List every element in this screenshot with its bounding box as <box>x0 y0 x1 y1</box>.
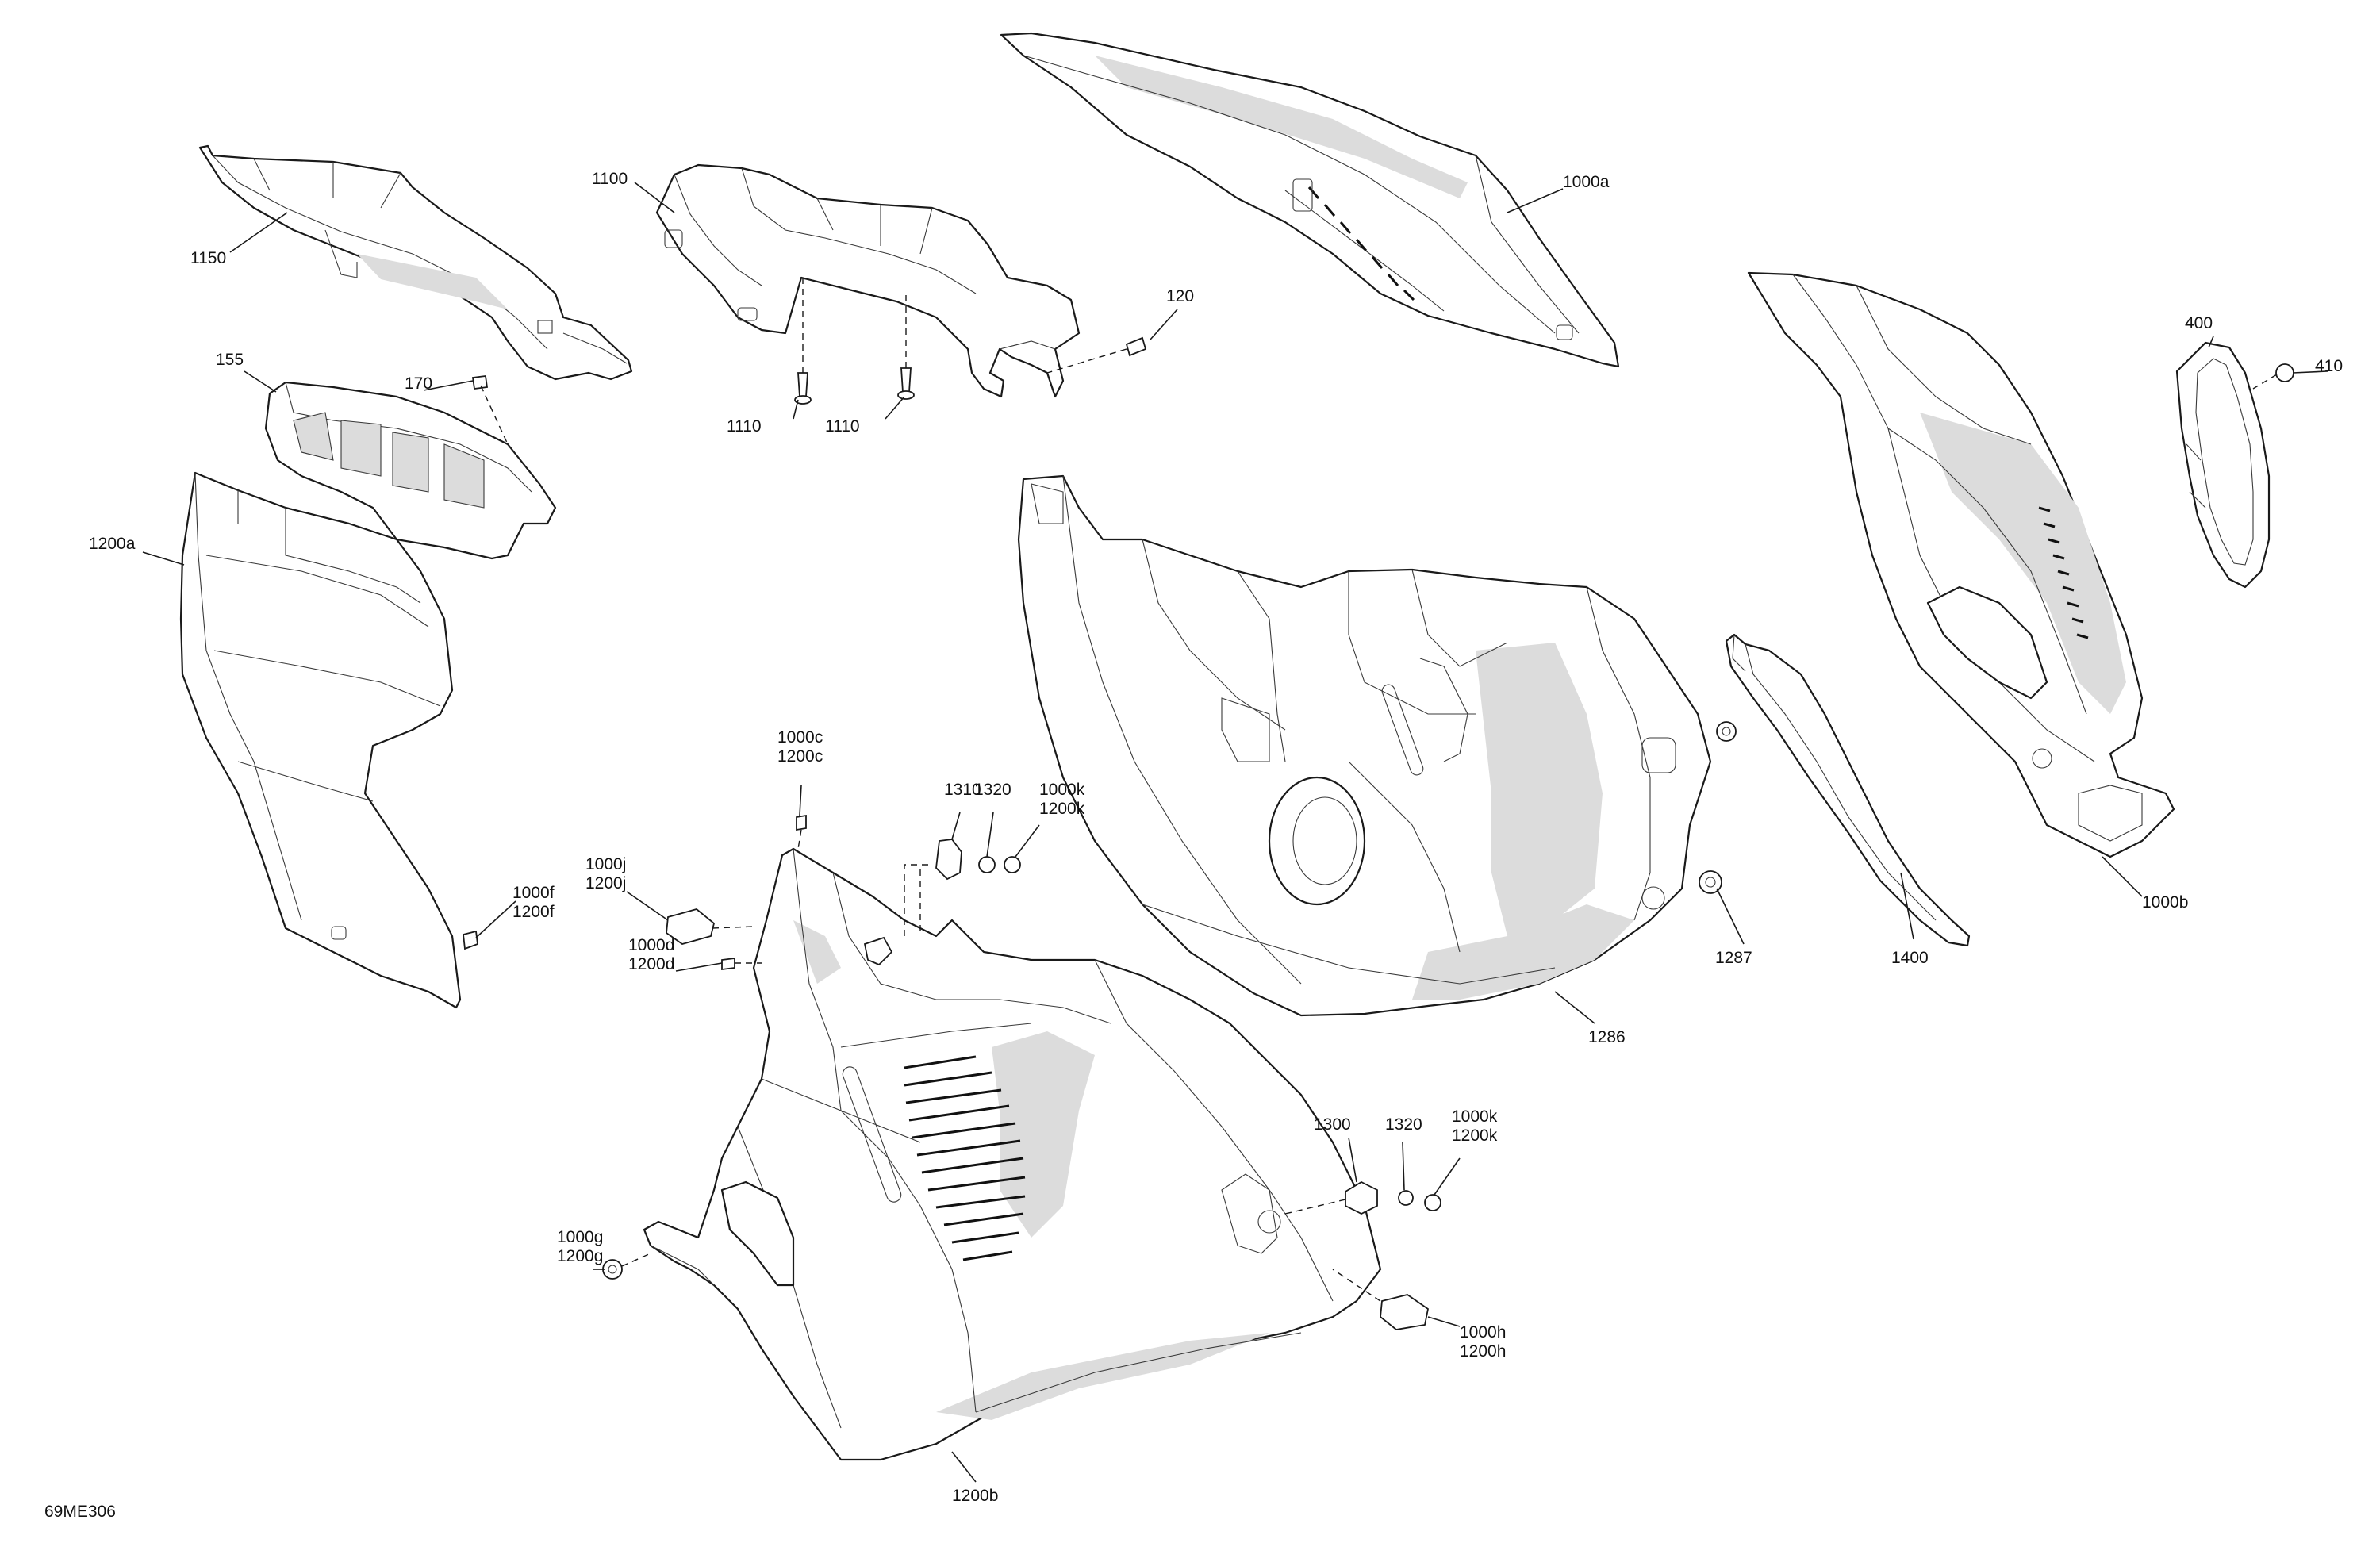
part-1000a-panel <box>1000 32 1620 368</box>
part-400-trim <box>2175 341 2271 589</box>
callout-1287: 1287 <box>1715 949 1752 967</box>
callout-1300: 1300 <box>1314 1115 1351 1134</box>
callout-1000b: 1000b <box>2142 893 2188 912</box>
callout-1110-left: 1110 <box>727 417 762 436</box>
callout-1150: 1150 <box>190 249 226 267</box>
callout-120: 120 <box>1166 287 1194 305</box>
part-155-grille <box>264 381 557 560</box>
callout-170: 170 <box>405 374 432 393</box>
callout-1200b: 1200b <box>952 1487 998 1505</box>
part-1200b-bottom-panel <box>643 847 1382 1461</box>
callout-1286: 1286 <box>1588 1028 1626 1046</box>
callout-1400: 1400 <box>1891 949 1929 967</box>
vent-slots <box>904 1055 1026 1261</box>
part-1400-strip <box>1725 633 1971 947</box>
part-1200a-side-panel <box>179 471 462 1009</box>
callout-1110-right: 1110 <box>825 417 860 436</box>
diagram-id-label: 69ME306 <box>44 1503 116 1521</box>
part-1100-bracket <box>655 163 1081 398</box>
part-1000b-side-panel <box>1747 271 2175 858</box>
callout-1100: 1100 <box>592 170 628 188</box>
hardware-fasteners <box>463 278 2294 1330</box>
callout-1310: 1310 <box>944 781 981 799</box>
callout-1320-top: 1320 <box>974 781 1012 799</box>
leader-lines <box>142 182 2328 1483</box>
callout-1000a: 1000a <box>1563 173 1610 191</box>
callout-410: 410 <box>2315 357 2343 375</box>
callout-1200a: 1200a <box>89 535 136 553</box>
callout-1320-bottom: 1320 <box>1385 1115 1422 1134</box>
part-1286-center-panel <box>1017 474 1712 1017</box>
callout-155: 155 <box>216 351 244 369</box>
part-1150-bracket <box>198 144 633 381</box>
callout-400: 400 <box>2185 314 2213 332</box>
